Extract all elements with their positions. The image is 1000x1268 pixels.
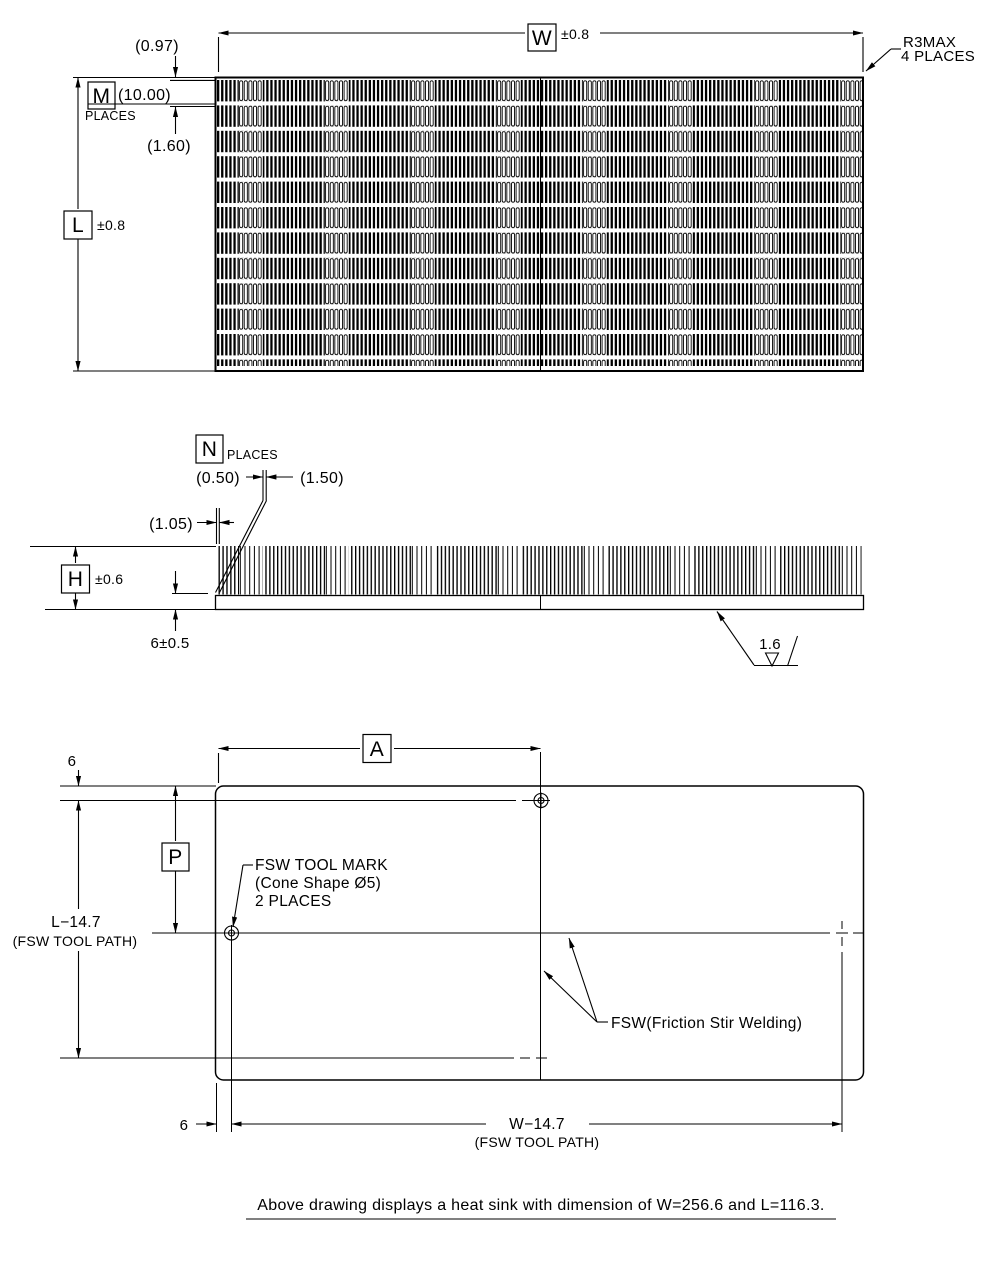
edge-offset-top-value: 6 [68,753,77,770]
dim-width: W ±0.8 [217,23,864,72]
fin-pitch-value: (1.50) [300,470,344,487]
corner-radius-text-2: 4 PLACES [901,48,975,65]
corner-radius-text-1: R3MAX [903,34,956,51]
row-pitch-value: (10.00) [118,87,171,104]
fsw-label: FSW(Friction Stir Welding) [543,937,802,1032]
row-pitch-places: PLACES [85,109,136,123]
fsw-tool-mark-top [533,792,550,809]
fsw-tool-mark-label: FSW TOOL MARK (Cone Shape Ø5) 2 PLACES [232,857,388,928]
base-plate [214,594,865,611]
side-fin-bands [218,546,862,595]
dim-row-pitch: M (10.00) PLACES [85,81,216,123]
dim-edge-offset-top: 6 [68,753,82,787]
dim-row-offset: (0.97) [135,38,216,81]
fin-field-clusters [217,80,862,366]
dim-path-width: W−14.7 (FSW TOOL PATH) [231,1116,843,1150]
width-tolerance: ±0.8 [561,26,589,42]
length-tolerance: ±0.8 [97,217,125,233]
first-fin-offset-value: (1.05) [149,516,193,533]
tool-mark-text-2: (Cone Shape Ø5) [255,875,381,892]
dim-edge-offset-bottom: 6 [180,1117,217,1134]
fsw-label-text: FSW(Friction Stir Welding) [611,1015,802,1032]
bottom-view: A 6 P L−14.7 (FSW TOOL PATH) W−14.7 (FSW… [13,733,865,1150]
width-letter: W [532,27,552,50]
edge-offset-bottom-value: 6 [180,1117,189,1134]
row-offset-value: (0.97) [135,38,179,55]
dim-length: L ±0.8 [63,76,215,372]
side-view: N PLACES (0.50) (1.50) (1.05) H [30,434,865,668]
plate-outline [214,76,864,372]
top-view: W ±0.8 L ±0.8 (0.97) M (10.00) PLACES [63,23,975,372]
fin-count-letter: N [202,438,218,461]
path-offset-letter: P [168,846,182,869]
dim-a: A [217,733,541,783]
caption-text: Above drawing displays a heat sink with … [257,1197,824,1214]
path-width-note: (FSW TOOL PATH) [475,1134,600,1150]
caption: Above drawing displays a heat sink with … [246,1197,836,1220]
height-letter: H [68,568,84,591]
path-width-value: W−14.7 [509,1116,565,1133]
row-gap-value: (1.60) [147,138,191,155]
fin-count-places: PLACES [227,448,278,462]
dim-row-gap: (1.60) [147,106,191,155]
dim-path-length: L−14.7 (FSW TOOL PATH) [13,800,138,1059]
fin-count-callout: N PLACES (0.50) (1.50) [195,434,344,593]
path-length-note: (FSW TOOL PATH) [13,933,138,949]
tool-mark-text-1: FSW TOOL MARK [255,857,388,874]
dim-base-thickness: 6±0.5 [151,571,208,652]
row-pitch-letter: M [93,85,111,108]
dim-first-fin-offset: (1.05) [149,508,234,544]
length-letter: L [72,214,84,237]
surface-finish-symbol: 1.6 [716,611,799,668]
corner-radius-note: R3MAX 4 PLACES [865,34,975,72]
base-thickness-value: 6±0.5 [151,635,190,652]
dim-p: P [161,785,190,934]
path-half-width-letter: A [370,738,384,761]
fin-thickness-value: (0.50) [196,470,240,487]
path-length-value: L−14.7 [51,914,101,931]
tool-mark-text-3: 2 PLACES [255,893,332,910]
surface-finish-value: 1.6 [759,636,781,653]
dim-height: H ±0.6 [30,545,216,611]
fsw-tool-mark-left [223,925,240,941]
construction-lines [60,785,843,1132]
height-tolerance: ±0.6 [95,571,123,587]
